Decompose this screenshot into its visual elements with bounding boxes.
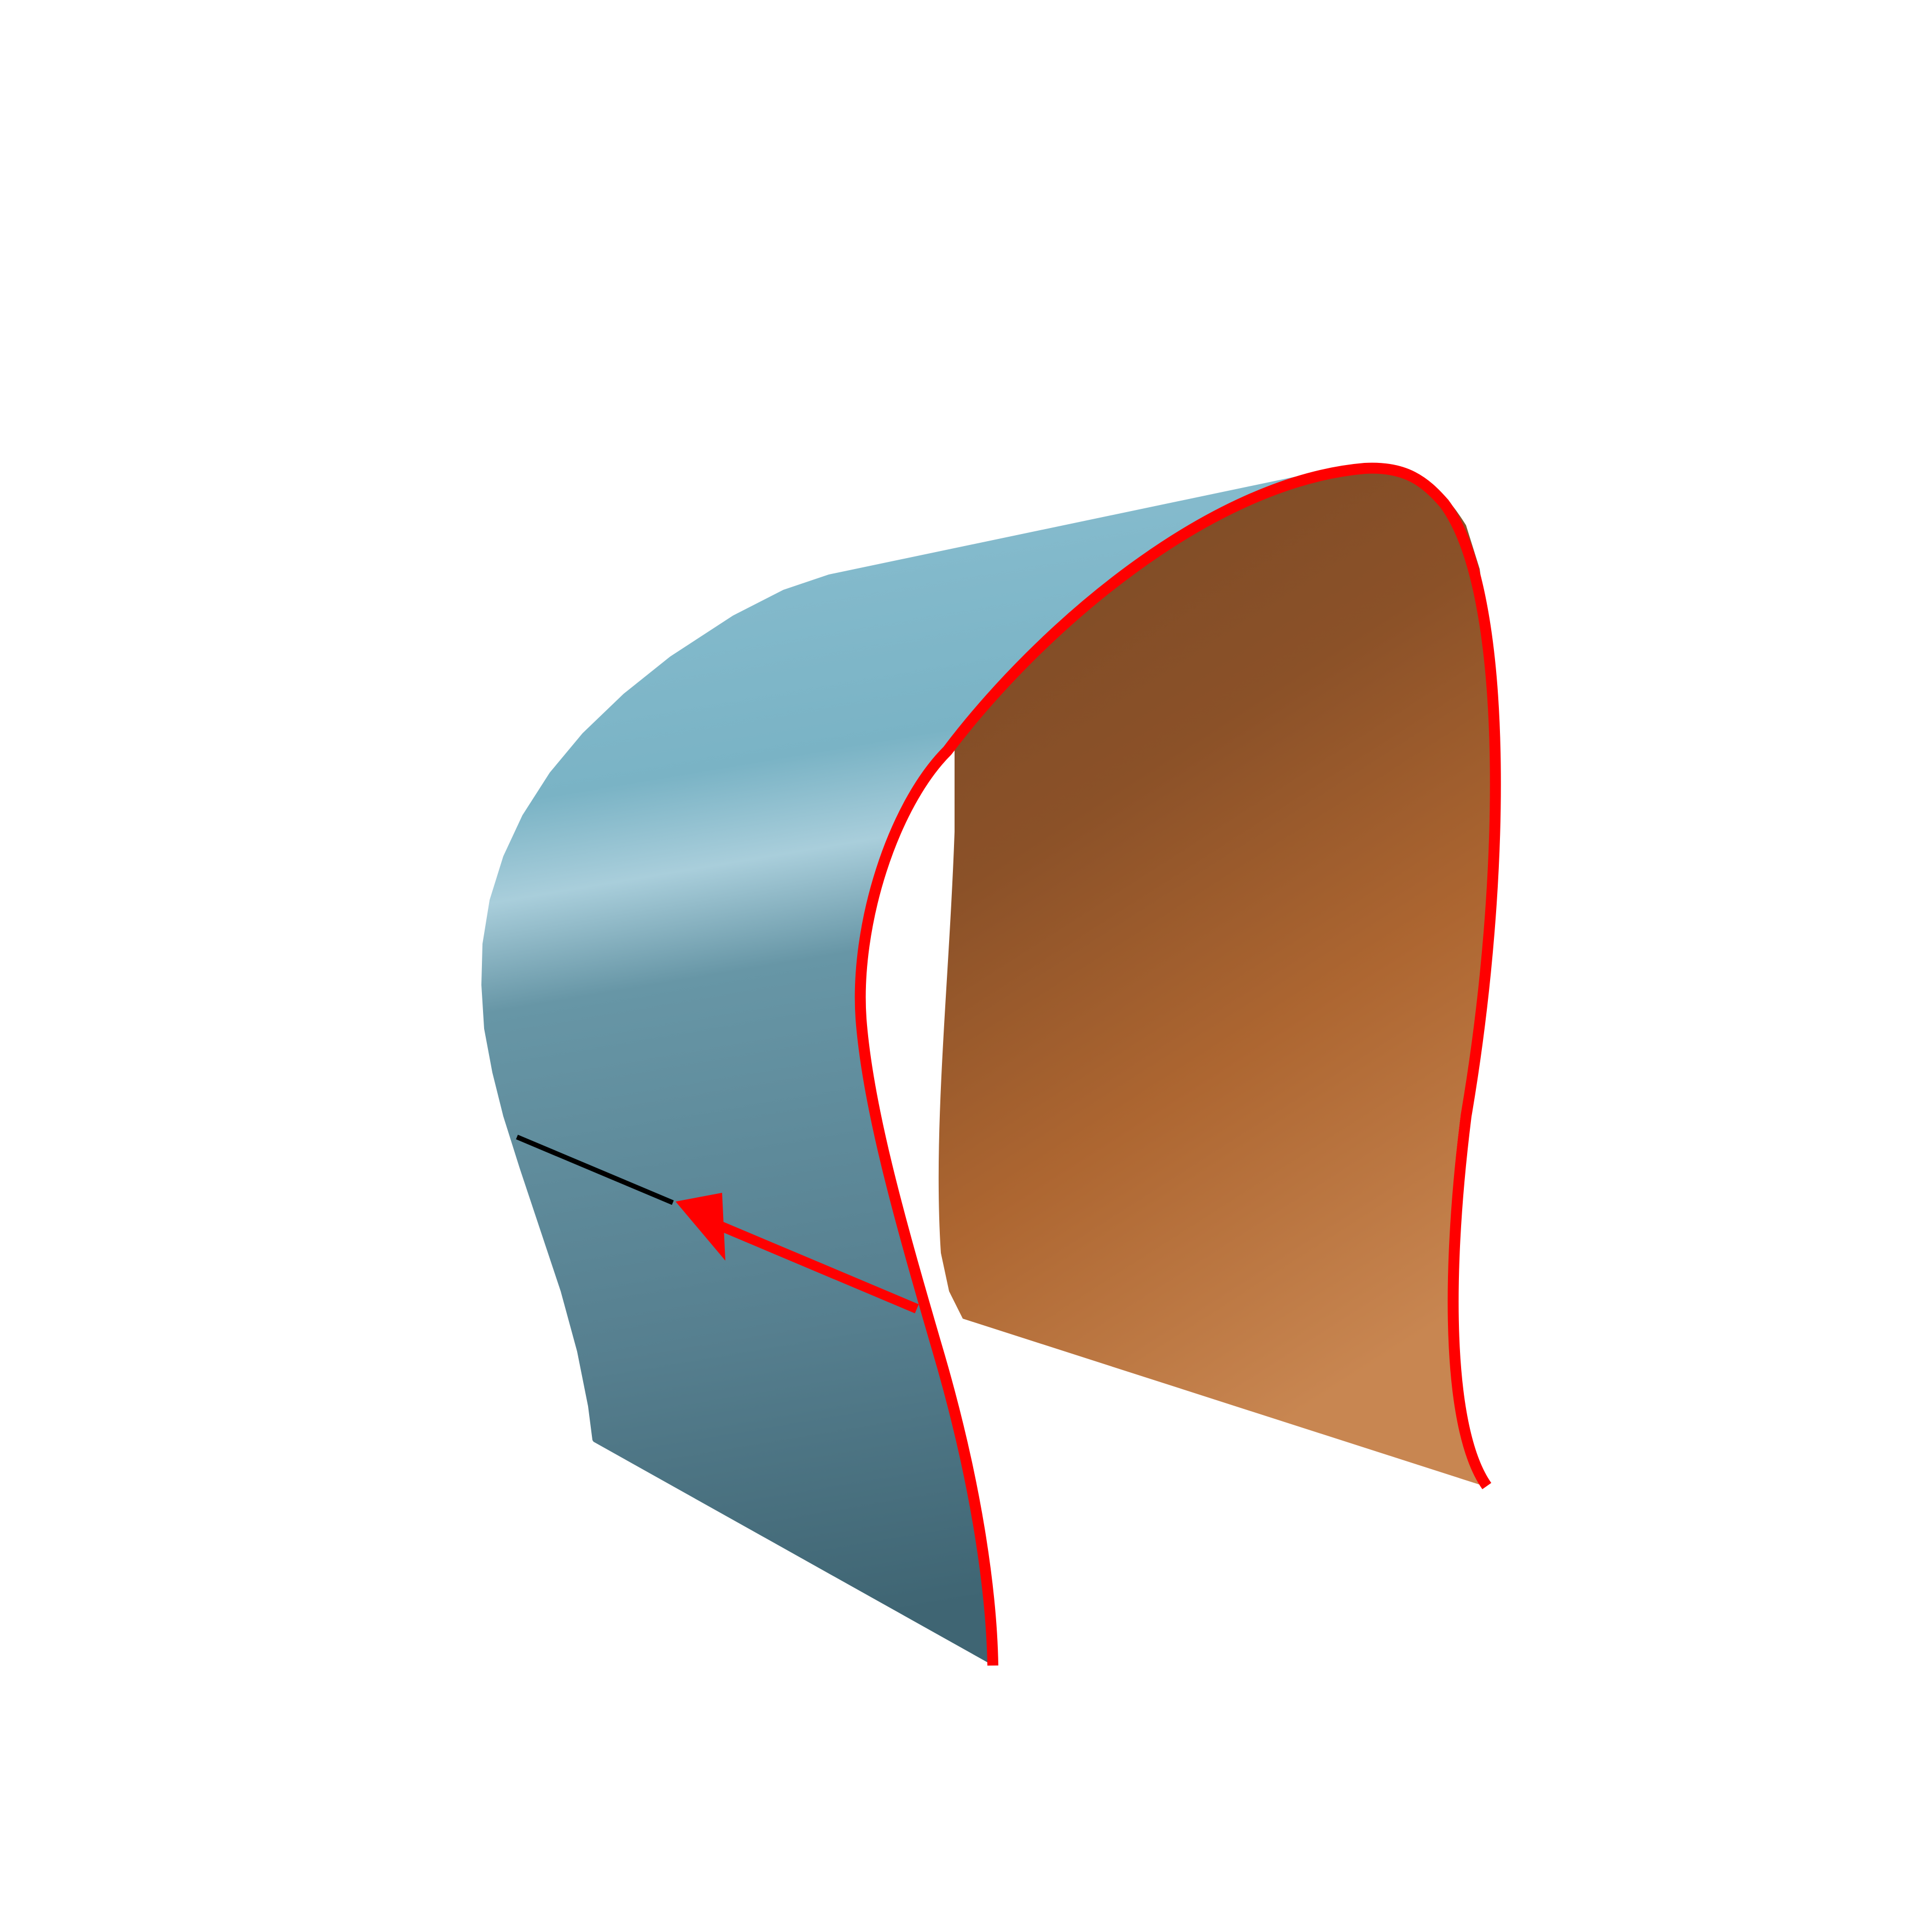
normal-line-extension (516, 1134, 674, 1205)
inner-surface (938, 467, 1496, 1486)
boundary-curve (854, 462, 1501, 1666)
outer-surface (481, 468, 1337, 1664)
normal-vector-shaft (698, 1212, 919, 1314)
normal-vector-arrowhead-icon (676, 1193, 725, 1261)
